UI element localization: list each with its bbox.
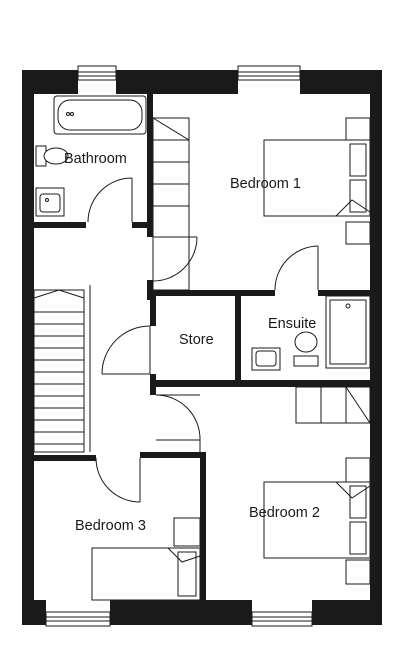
ensuite-toilet (293, 331, 319, 367)
internal-walls (34, 94, 370, 600)
bathtub (53, 95, 147, 135)
bedroom3-top-wall-left (34, 455, 96, 461)
bathroom-bottom-wall-right (132, 222, 153, 228)
bedside-table-lower-bedroom1 (345, 221, 371, 245)
label-bedroom1: Bedroom 1 (230, 176, 301, 192)
basin (35, 187, 65, 217)
bedroom3-furniture (91, 517, 201, 601)
stair-treads (34, 311, 84, 445)
bedside-table-lower-bedroom2 (345, 559, 371, 585)
top-wall-mid (116, 70, 238, 94)
bedroom1-furniture (152, 117, 371, 291)
label-bedroom3: Bedroom 3 (75, 518, 146, 534)
double-bed-bedroom1 (263, 139, 371, 217)
bottom-wall-left (22, 600, 46, 625)
wardrobe-bedroom2 (295, 386, 371, 424)
double-bed-bedroom2 (263, 481, 371, 559)
bedroom1-left-wall-upper (147, 229, 153, 237)
window-top-left (77, 65, 117, 81)
bedroom2-door (155, 394, 201, 452)
left-wall (22, 70, 34, 625)
staircase (33, 285, 91, 453)
bedroom1-bottom-wall-left (147, 290, 275, 296)
bathroom-bottom-wall-left (34, 222, 86, 228)
shower (325, 295, 371, 369)
top-wall-right (300, 70, 382, 94)
bottom-wall-right (312, 600, 382, 625)
ensuite-bottom-wall (150, 380, 370, 387)
bedroom2-furniture (263, 386, 371, 585)
window-bottom-right (251, 611, 313, 627)
room-labels: Bathroom Bedroom 1 Ensuite Store Bedroom… (64, 151, 320, 534)
bathroom-right-wall (147, 94, 153, 229)
bedroom3-door (95, 457, 141, 503)
wardrobe-bedroom1 (152, 117, 190, 291)
label-store: Store (179, 332, 214, 348)
doors (87, 177, 319, 503)
bedroom1-bottom-wall-right (318, 290, 370, 296)
right-wall (370, 70, 382, 625)
bedside-table-upper-bedroom2 (345, 457, 371, 483)
external-walls (22, 70, 382, 625)
window-top-right (237, 65, 301, 81)
windows (45, 65, 313, 627)
label-bedroom2: Bedroom 2 (249, 505, 320, 521)
ensuite-fixtures (251, 295, 371, 371)
bedside-table-upper-bedroom1 (345, 117, 371, 141)
bedroom1-door (152, 236, 198, 282)
bedroom2-left-wall (200, 452, 206, 600)
bathroom-door (87, 177, 133, 223)
toilet (35, 145, 69, 167)
label-ensuite: Ensuite (268, 316, 316, 332)
store-left-wall-upper (150, 296, 156, 326)
bedside-table-bedroom3 (173, 517, 201, 547)
bedroom3-top-wall-right (140, 452, 206, 458)
ensuite-basin (251, 347, 281, 371)
label-bathroom: Bathroom (64, 151, 127, 167)
window-bottom-left (45, 611, 111, 627)
store-door (101, 325, 151, 375)
bottom-wall-mid (110, 600, 252, 625)
bathroom-fixtures (35, 95, 147, 217)
store-right-wall (235, 296, 241, 384)
single-bed-bedroom3 (91, 547, 201, 601)
ensuite-door (274, 245, 319, 291)
bedroom2-left-wall-upper (150, 387, 156, 395)
